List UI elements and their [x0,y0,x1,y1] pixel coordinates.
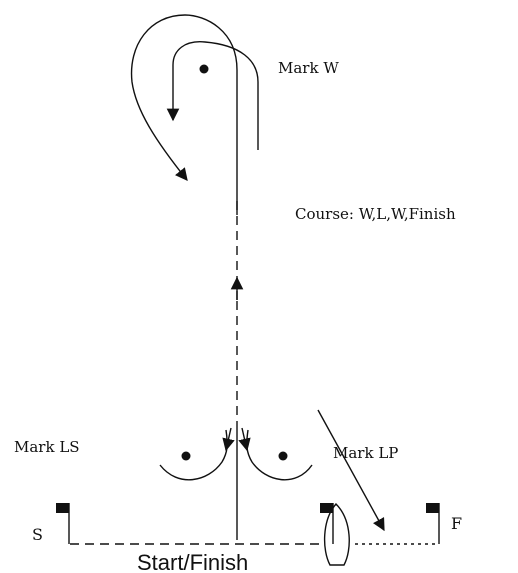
mark-w-buoy [199,64,209,74]
mark-ls-rounding-arc [159,429,228,481]
committee-boat [323,502,350,566]
finish-pin-label: F [451,514,462,533]
inner-rounding-path [166,41,259,150]
leeward-gate: Mark LS Mark LP [14,427,398,481]
start-finish-label: Start/Finish [137,550,248,573]
windward-rounding: Mark W [130,14,339,215]
start-pin-flag [56,503,70,544]
outer-rounding-path [130,14,238,215]
mark-ls-buoy [181,451,191,461]
mark-ls-approach-arrow [222,427,235,452]
mark-lp-buoy [278,451,288,461]
committee-boat-flag [320,503,334,544]
start-finish-line: S F Start/Finish [32,502,462,573]
start-pin-label: S [32,525,43,544]
mark-lp-approach-arrow [238,427,251,452]
finish-approach-arrow [317,409,385,532]
course-label: Course: W,L,W,Finish [295,205,456,223]
mark-w-label: Mark W [278,59,339,77]
mark-lp-label: Mark LP [333,444,398,462]
mark-ls-label: Mark LS [14,438,80,456]
finish-pin-flag [426,503,440,544]
